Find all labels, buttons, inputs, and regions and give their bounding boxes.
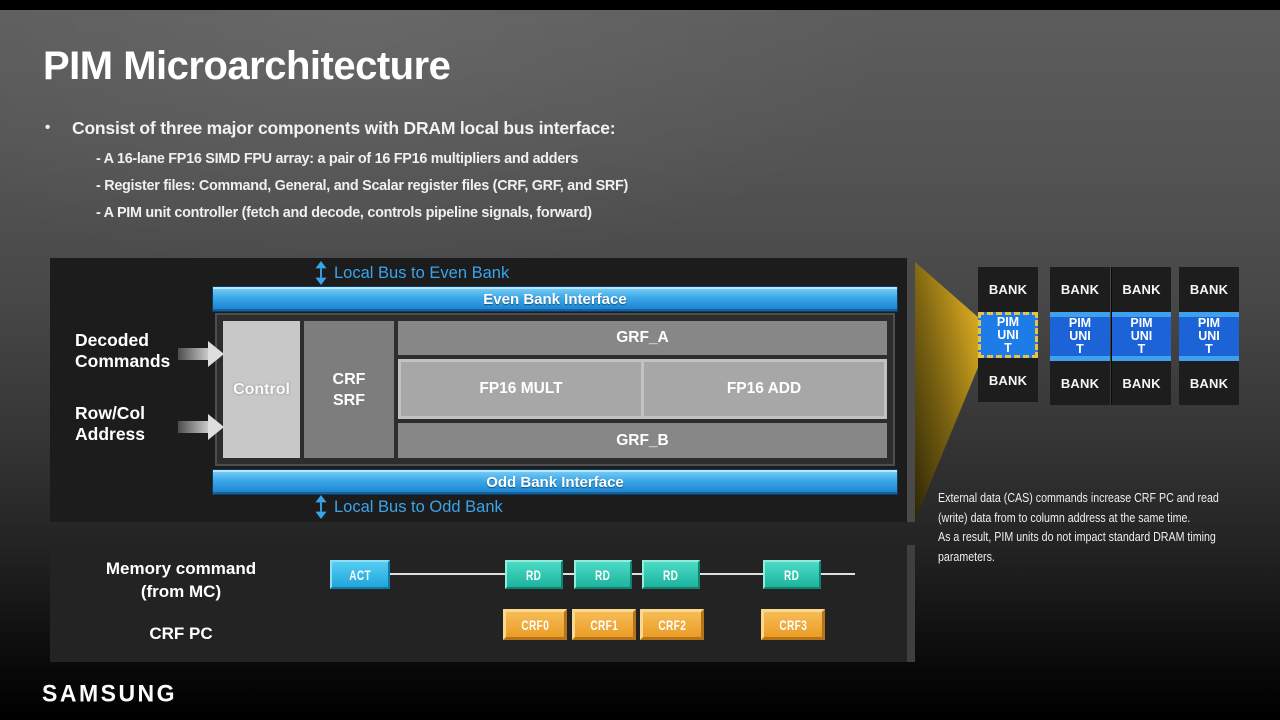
bullet-text: Consist of three major components with D… <box>72 118 616 138</box>
note-text: External data (CAS) commands increase CR… <box>938 488 1280 566</box>
bullet-marker-icon: • <box>45 119 51 136</box>
bank-label: BANK <box>1179 267 1239 312</box>
crf-label: CRF <box>332 370 366 388</box>
crf-pc-box: CRF1 <box>572 609 636 640</box>
local-bus-odd-label: Local Bus to Odd Bank <box>334 497 503 516</box>
rd-command-box: RD <box>763 560 821 589</box>
rd-command-box: RD <box>574 560 632 589</box>
register-fpu-column: GRF_A FP16 MULT FP16 ADD GRF_B <box>398 321 887 458</box>
pim-unit-box: PIM UNI T <box>1050 312 1110 361</box>
crf-srf-block: CRF SRF <box>304 321 394 458</box>
grf-b-block: GRF_B <box>398 423 887 458</box>
sub-bullet: - Register files: Command, General, and … <box>96 177 629 194</box>
crf-pc-box: CRF0 <box>503 609 567 640</box>
crf-pc-box: CRF3 <box>761 609 825 640</box>
zoom-callout-wedge-icon <box>915 262 979 520</box>
srf-label: SRF <box>333 391 365 409</box>
arrow-right-icon <box>178 341 224 367</box>
bank-label: BANK <box>978 267 1038 312</box>
decoded-commands-label: Decoded Commands <box>75 330 171 371</box>
bank-label: BANK <box>1050 267 1110 312</box>
fp16-fpu-frame: FP16 MULT FP16 ADD <box>398 359 887 419</box>
note-line: External data (CAS) commands increase CR… <box>938 490 1219 505</box>
note-line: (write) data from to column address at t… <box>938 509 1191 525</box>
pim-unit-inner-box: Control CRF SRF GRF_A FP16 MULT FP16 ADD… <box>215 313 895 466</box>
pim-diagram-panel: Local Bus to Even Bank Even Bank Interfa… <box>50 258 915 522</box>
note-line: As a result, PIM units do not impact sta… <box>938 529 1216 544</box>
bank-label: BANK <box>1179 361 1239 405</box>
bank-label: BANK <box>978 358 1038 402</box>
sub-bullet: - A PIM unit controller (fetch and decod… <box>96 204 592 221</box>
memory-command-label: Memory command (from MC) <box>105 559 257 601</box>
bank-column: BANK PIM UNI T BANK <box>978 267 1038 402</box>
bank-label: BANK <box>1112 267 1171 312</box>
top-black-bar <box>0 0 1280 10</box>
bank-label: BANK <box>1112 361 1171 405</box>
bank-column: BANK PIM UNI T BANK <box>1050 267 1110 405</box>
odd-bank-interface-bar: Odd Bank Interface <box>213 470 897 494</box>
act-command-box: ACT <box>330 560 390 589</box>
crf-pc-box: CRF2 <box>640 609 704 640</box>
row-col-address-label: Row/Col Address <box>75 403 146 444</box>
grf-a-block: GRF_A <box>398 321 887 355</box>
local-bus-even-label-row: Local Bus to Even Bank <box>315 261 509 285</box>
rd-command-box: RD <box>505 560 563 589</box>
pim-unit-box: PIM UNI T <box>1112 312 1171 361</box>
even-bank-interface-bar: Even Bank Interface <box>213 287 897 311</box>
double-arrow-icon <box>315 495 327 519</box>
local-bus-even-label: Local Bus to Even Bank <box>334 263 510 282</box>
pim-unit-box-highlighted: PIM UNI T <box>978 312 1038 358</box>
bank-column: BANK PIM UNI T BANK <box>1179 267 1239 405</box>
bullet-point: • Consist of three major components with … <box>45 118 616 139</box>
bank-label: BANK <box>1050 361 1110 405</box>
local-bus-odd-label-row: Local Bus to Odd Bank <box>315 495 503 519</box>
samsung-logo: SAMSUNG <box>42 679 178 707</box>
fp16-add-block: FP16 ADD <box>644 362 884 416</box>
fp16-mult-block: FP16 MULT <box>401 362 641 416</box>
crf-pc-label: CRF PC <box>149 624 213 643</box>
arrow-right-icon <box>178 414 224 440</box>
rd-command-box: RD <box>642 560 700 589</box>
note-line: parameters. <box>938 548 995 564</box>
pim-unit-box: PIM UNI T <box>1179 312 1239 361</box>
page-title: PIM Microarchitecture <box>43 44 451 88</box>
control-block: Control <box>223 321 300 458</box>
timing-panel: Memory command (from MC) CRF PC ACT RD R… <box>50 545 915 662</box>
double-arrow-icon <box>315 261 327 285</box>
sub-bullet: - A 16-lane FP16 SIMD FPU array: a pair … <box>96 150 579 167</box>
bank-column: BANK PIM UNI T BANK <box>1111 267 1171 405</box>
